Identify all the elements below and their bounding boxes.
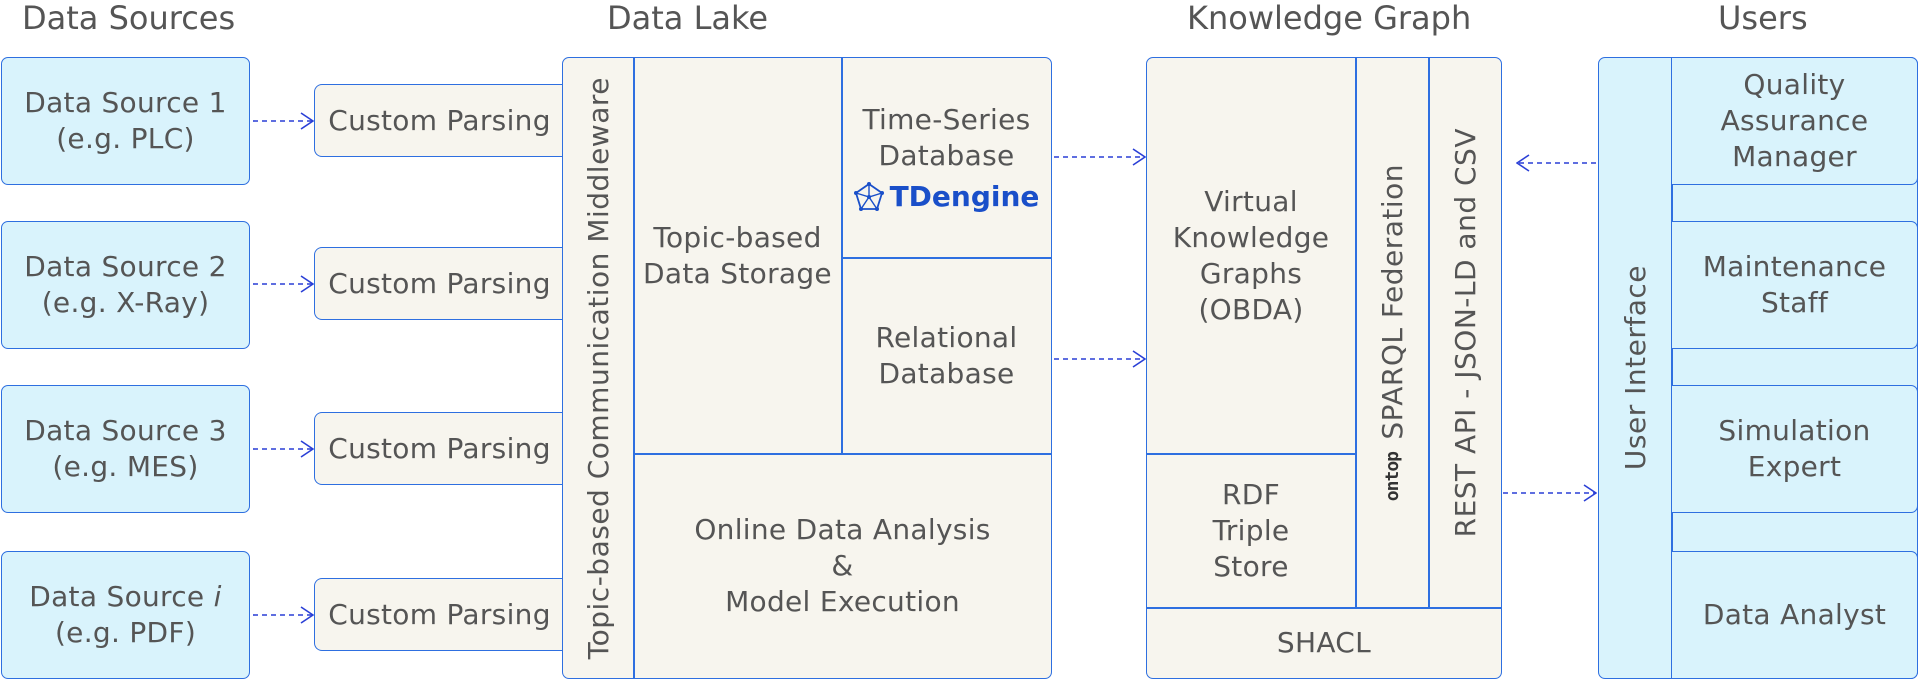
data-source-example: (e.g. PLC) <box>56 122 195 155</box>
data-source-example: (e.g. MES) <box>52 450 199 483</box>
data-source-example: (e.g. PDF) <box>54 616 197 649</box>
data-source-name: Data Source <box>29 580 214 613</box>
custom-parsing-i: Custom Parsing <box>314 578 564 651</box>
custom-parsing-2: Custom Parsing <box>314 247 564 320</box>
time-series-database: Time-Series Database TDengine <box>842 58 1051 257</box>
header-users: Users <box>1718 0 1808 37</box>
data-lake-box <box>562 57 1052 679</box>
topic-data-storage: Topic-based Data Storage <box>643 220 832 290</box>
role-simulation-expert: Simulation Expert <box>1671 385 1918 513</box>
custom-parsing-label: Custom Parsing <box>328 597 551 631</box>
custom-parsing-label: Custom Parsing <box>328 103 551 137</box>
custom-parsing-1: Custom Parsing <box>314 84 564 157</box>
header-data-sources: Data Sources <box>22 0 236 37</box>
custom-parsing-label: Custom Parsing <box>328 431 551 465</box>
data-source-example: (e.g. X-Ray) <box>41 286 210 319</box>
data-source-name: Data Source 1 <box>24 86 227 119</box>
knowledge-graph-box <box>1146 57 1502 679</box>
time-series-label: Time-Series Database <box>862 103 1031 172</box>
online-data-analysis: Online Data Analysis & Model Execution <box>694 513 991 618</box>
data-source-1: Data Source 1(e.g. PLC) <box>1 57 250 185</box>
data-source-i: Data Source i (e.g. PDF) <box>1 551 250 679</box>
role-maintenance-staff: Maintenance Staff <box>1671 221 1918 349</box>
tdengine-logo: TDengine <box>853 180 1040 213</box>
custom-parsing-label: Custom Parsing <box>328 266 551 300</box>
data-source-name: Data Source 3 <box>24 414 227 447</box>
role-data-analyst: Data Analyst <box>1671 551 1918 679</box>
tdengine-label: TDengine <box>889 180 1040 213</box>
virtual-knowledge-graphs: Virtual Knowledge Graphs (OBDA) <box>1172 184 1330 326</box>
tdengine-icon <box>853 181 884 211</box>
data-source-3: Data Source 3(e.g. MES) <box>1 385 250 513</box>
rdf-triple-store: RDF Triple Store <box>1212 477 1290 583</box>
data-source-index: i <box>213 580 222 613</box>
data-source-name: Data Source 2 <box>24 250 227 283</box>
relational-database: Relational Database <box>875 320 1018 390</box>
data-source-2: Data Source 2(e.g. X-Ray) <box>1 221 250 349</box>
custom-parsing-3: Custom Parsing <box>314 412 564 485</box>
header-knowledge-graph: Knowledge Graph <box>1187 0 1472 37</box>
shacl: SHACL <box>1276 626 1372 659</box>
role-quality-assurance-manager: Quality Assurance Manager <box>1671 57 1918 185</box>
header-data-lake: Data Lake <box>607 0 769 37</box>
